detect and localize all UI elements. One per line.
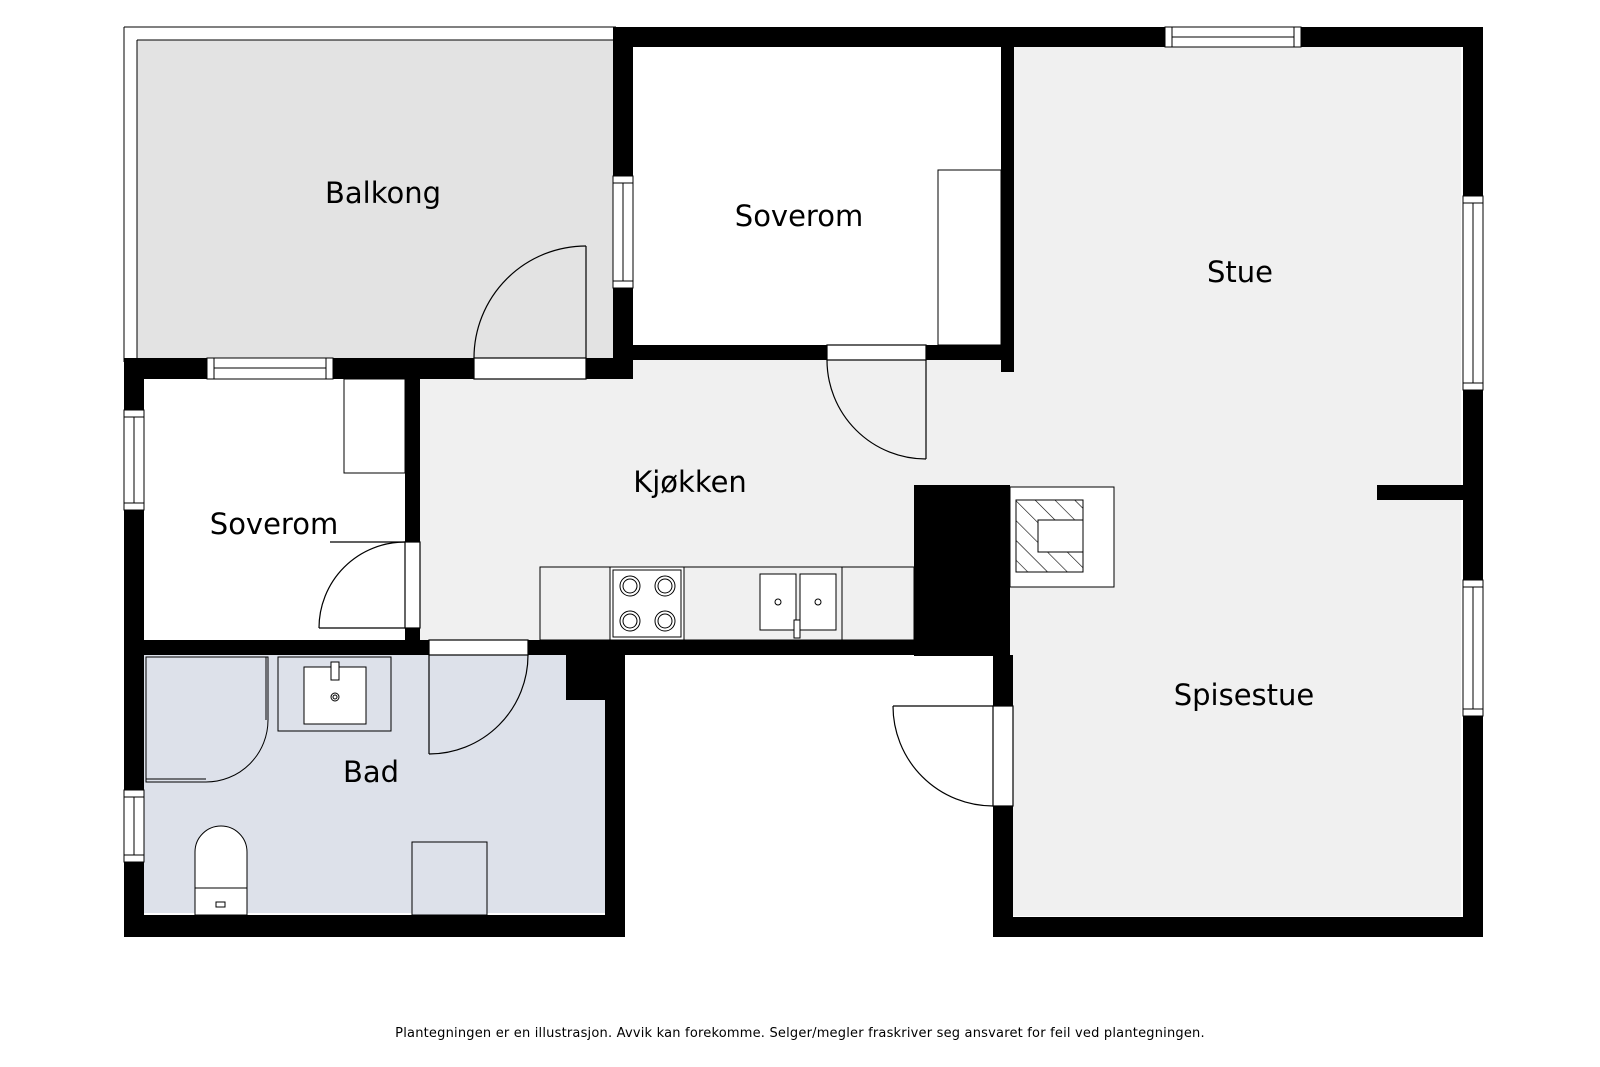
kitchen-counter [539,566,915,641]
washing-machine [411,841,488,916]
room-label-spisestue: Spisestue [1174,678,1315,712]
balcony-railing [123,26,616,362]
room-label-stue: Stue [1207,255,1273,289]
room-label-kjokken: Kjøkken [633,465,747,499]
balkong-floor [137,40,613,362]
disclaimer-text: Plantegningen er en illustrasjon. Avvik … [395,1026,1205,1041]
floor-fills [137,40,1461,916]
room-label-balkong: Balkong [325,176,441,210]
hall-floor [915,358,1010,488]
room-label-bad: Bad [343,755,399,789]
kitchen-sink [759,573,797,631]
stue-floor [1001,46,1461,916]
wardrobe-left [343,378,406,474]
fixtures [145,169,1115,916]
room-label-soverom-top: Soverom [735,199,863,233]
doors [318,245,1014,807]
stove [609,566,685,641]
toilet [194,825,248,888]
windows [123,26,1484,863]
room-label-soverom-left: Soverom [210,507,338,541]
shower [145,656,269,783]
room-labels: Balkong Soverom Stue Soverom Kjøkken Spi… [210,176,1314,789]
wardrobe-top [937,169,1002,346]
